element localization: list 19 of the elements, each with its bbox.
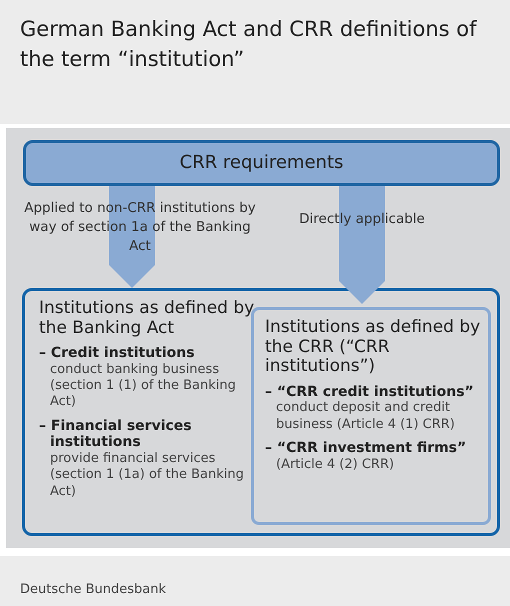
list-item-text: conduct deposit and credit business (Article 4 (1) CRR) (275, 400, 456, 433)
list-item-text: provide financial services (section 1 (1a) of the Banking Act) (49, 451, 245, 500)
block-arrow (339, 186, 385, 304)
edge-label: Applied to non-CRR institutions by way of section 1a of the Banking Act (23, 199, 257, 256)
group-box (22, 288, 500, 536)
block-arrow (109, 186, 155, 288)
box-heading: Institutions as defined by the Banking Act (39, 299, 256, 338)
box-heading: Institutions as defined by the CRR (“CRR institutions”) (265, 318, 482, 377)
list-item-text: (Article 4 (2) CRR) (275, 456, 396, 473)
header-box (23, 140, 500, 186)
list-item-heading: – “CRR investment firms” (265, 440, 468, 457)
list-item-heading: – Credit institutions (39, 345, 196, 362)
title: German Banking Act and CRR definitions of the term “institution” (20, 16, 478, 73)
edge-label: Directly applicable (298, 210, 426, 229)
box-heading: CRR requirements (180, 152, 344, 174)
source-note: Deutsche Bundesbank (20, 582, 166, 597)
list-item-heading: – “CRR credit institutions” (265, 384, 475, 400)
list-item-text: conduct banking business (section 1 (1) of the Banking Act) (49, 362, 237, 411)
list-item-heading: – Financial services institutions (39, 418, 193, 452)
